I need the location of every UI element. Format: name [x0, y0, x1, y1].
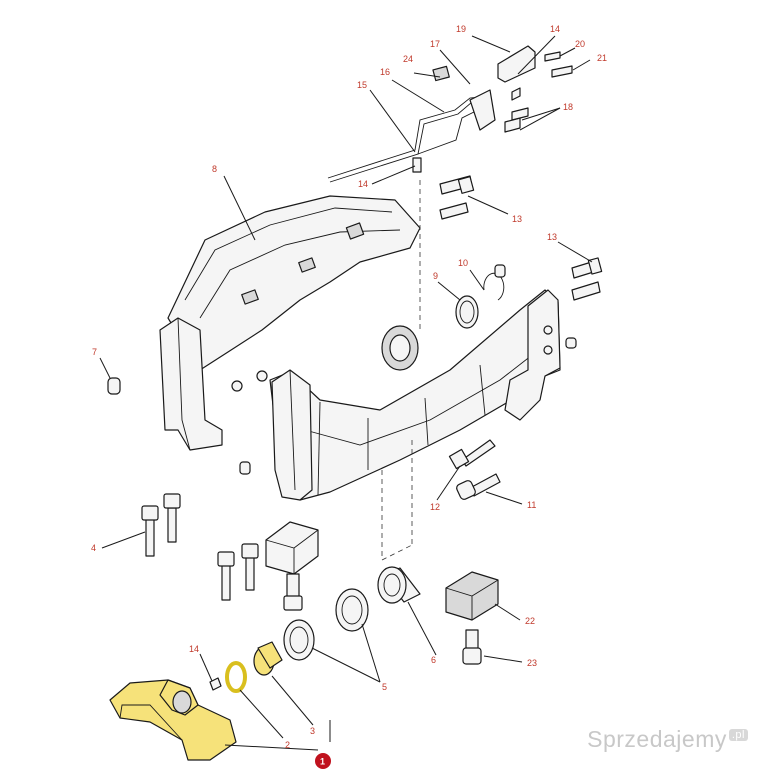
callout-19: 19: [456, 24, 466, 34]
highlighted-bearing-housing: [109, 679, 237, 761]
callout-24: 24: [403, 54, 413, 64]
leader-lines: [99, 35, 593, 751]
callout-17: 17: [430, 39, 440, 49]
callout-16: 16: [380, 67, 390, 77]
callout-10: 10: [458, 258, 468, 268]
callout-14-top: 14: [550, 24, 560, 34]
callout-23: 23: [527, 658, 537, 668]
callout-18: 18: [563, 102, 573, 112]
callout-7: 7: [92, 347, 97, 357]
callout-12: 12: [430, 502, 440, 512]
callout-9: 9: [433, 271, 438, 281]
callout-6: 6: [431, 655, 436, 665]
callout-22: 22: [525, 616, 535, 626]
callout-14-bottom: 14: [189, 644, 199, 654]
callout-1-badge: [315, 753, 331, 769]
axle-frame: [159, 195, 561, 501]
callout-3: 3: [310, 726, 315, 736]
bolts-4: [141, 493, 259, 601]
bolts-13: [439, 175, 603, 301]
seal-ring-2: [225, 661, 247, 693]
callout-11: 11: [527, 500, 536, 510]
bushing-6: [377, 566, 421, 604]
callout-21: 21: [597, 53, 607, 63]
watermark: Sprzedajemy.pl: [587, 726, 748, 753]
callout-20: 20: [575, 39, 585, 49]
callout-15: 15: [357, 80, 367, 90]
callout-4: 4: [91, 543, 96, 553]
callout-1: 1: [320, 757, 325, 767]
watermark-text: Sprzedajemy: [587, 726, 727, 752]
callout-14-mid: 14: [358, 179, 368, 189]
callout-13-right: 13: [547, 232, 557, 242]
callout-5: 5: [382, 682, 387, 692]
watermark-suffix: .pl: [728, 729, 748, 742]
block-upper: [265, 521, 319, 575]
callout-13-left: 13: [512, 214, 522, 224]
callout-8: 8: [212, 164, 217, 174]
fitting-14: [412, 157, 422, 173]
callout-2: 2: [285, 740, 290, 750]
callout-labels: 8 15 16 17 19 14 20 21 18 24 14 13 13 9 …: [91, 24, 607, 769]
block-22: [445, 571, 499, 621]
